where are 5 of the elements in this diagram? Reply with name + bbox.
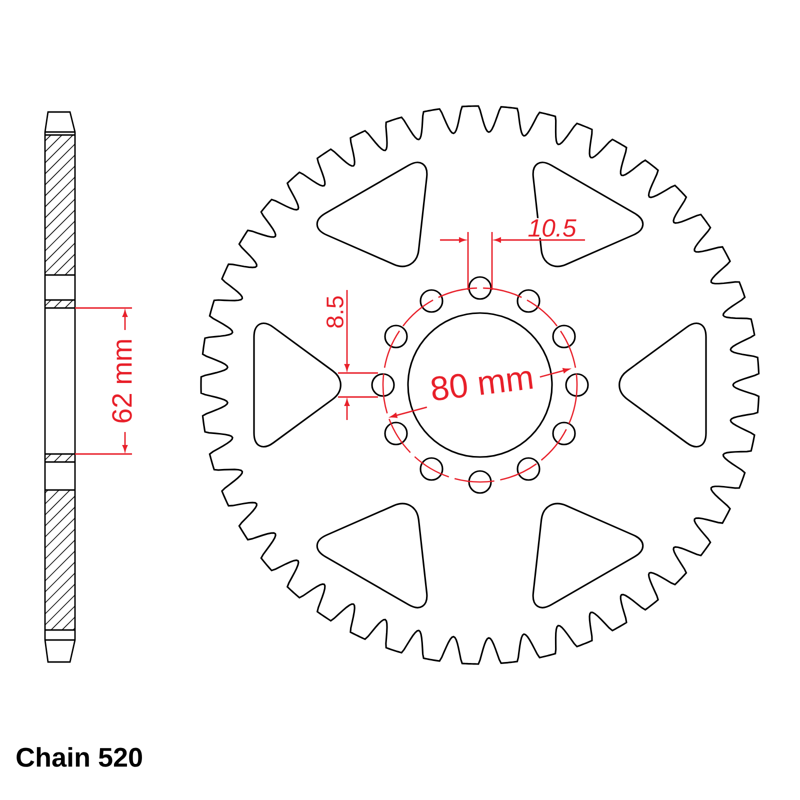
dimension-text: 8.5 (326, 296, 344, 328)
dimension-text: 62 mm (112, 340, 132, 422)
dimension-text: 80 mm (432, 370, 533, 400)
chain-size-text: Chain 520 (16, 747, 142, 767)
dimension-text: 10.5 (528, 219, 576, 237)
